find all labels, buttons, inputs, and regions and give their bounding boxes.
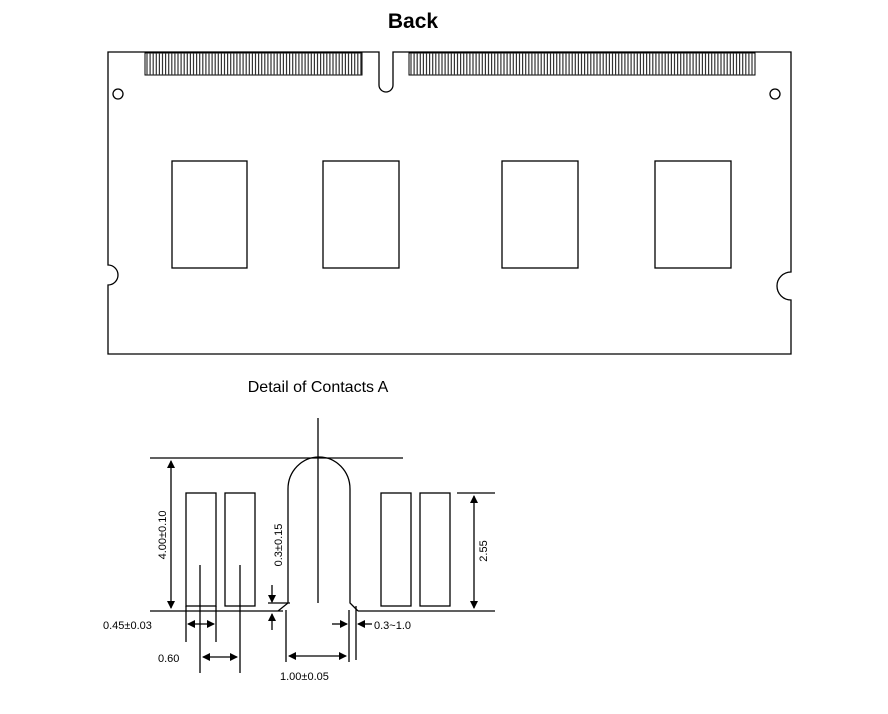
dimension-contact-width: 0.45±0.03 [103,620,152,632]
dimension-gap: 0.3~1.0 [374,620,411,632]
memory-chip [501,160,579,269]
board-outline [107,51,792,355]
memory-chip [171,160,248,269]
memory-chip [654,160,732,269]
mounting-hole-right [769,88,781,100]
contact-pins-left [144,52,363,76]
contact-detail [150,418,495,673]
contact-pins-right [408,52,756,76]
dimension-contact-height: 2.55 [478,540,490,561]
memory-chip [322,160,400,269]
dimension-pitch: 0.60 [158,653,179,665]
dimension-notch-offset: 0.3±0.15 [273,524,285,567]
detail-title: Detail of Contacts A [248,379,389,396]
dimension-height-total: 4.00±0.10 [157,511,169,560]
mounting-hole-left [112,88,124,100]
view-title: Back [388,10,439,33]
dimension-key-width: 1.00±0.05 [280,671,329,683]
